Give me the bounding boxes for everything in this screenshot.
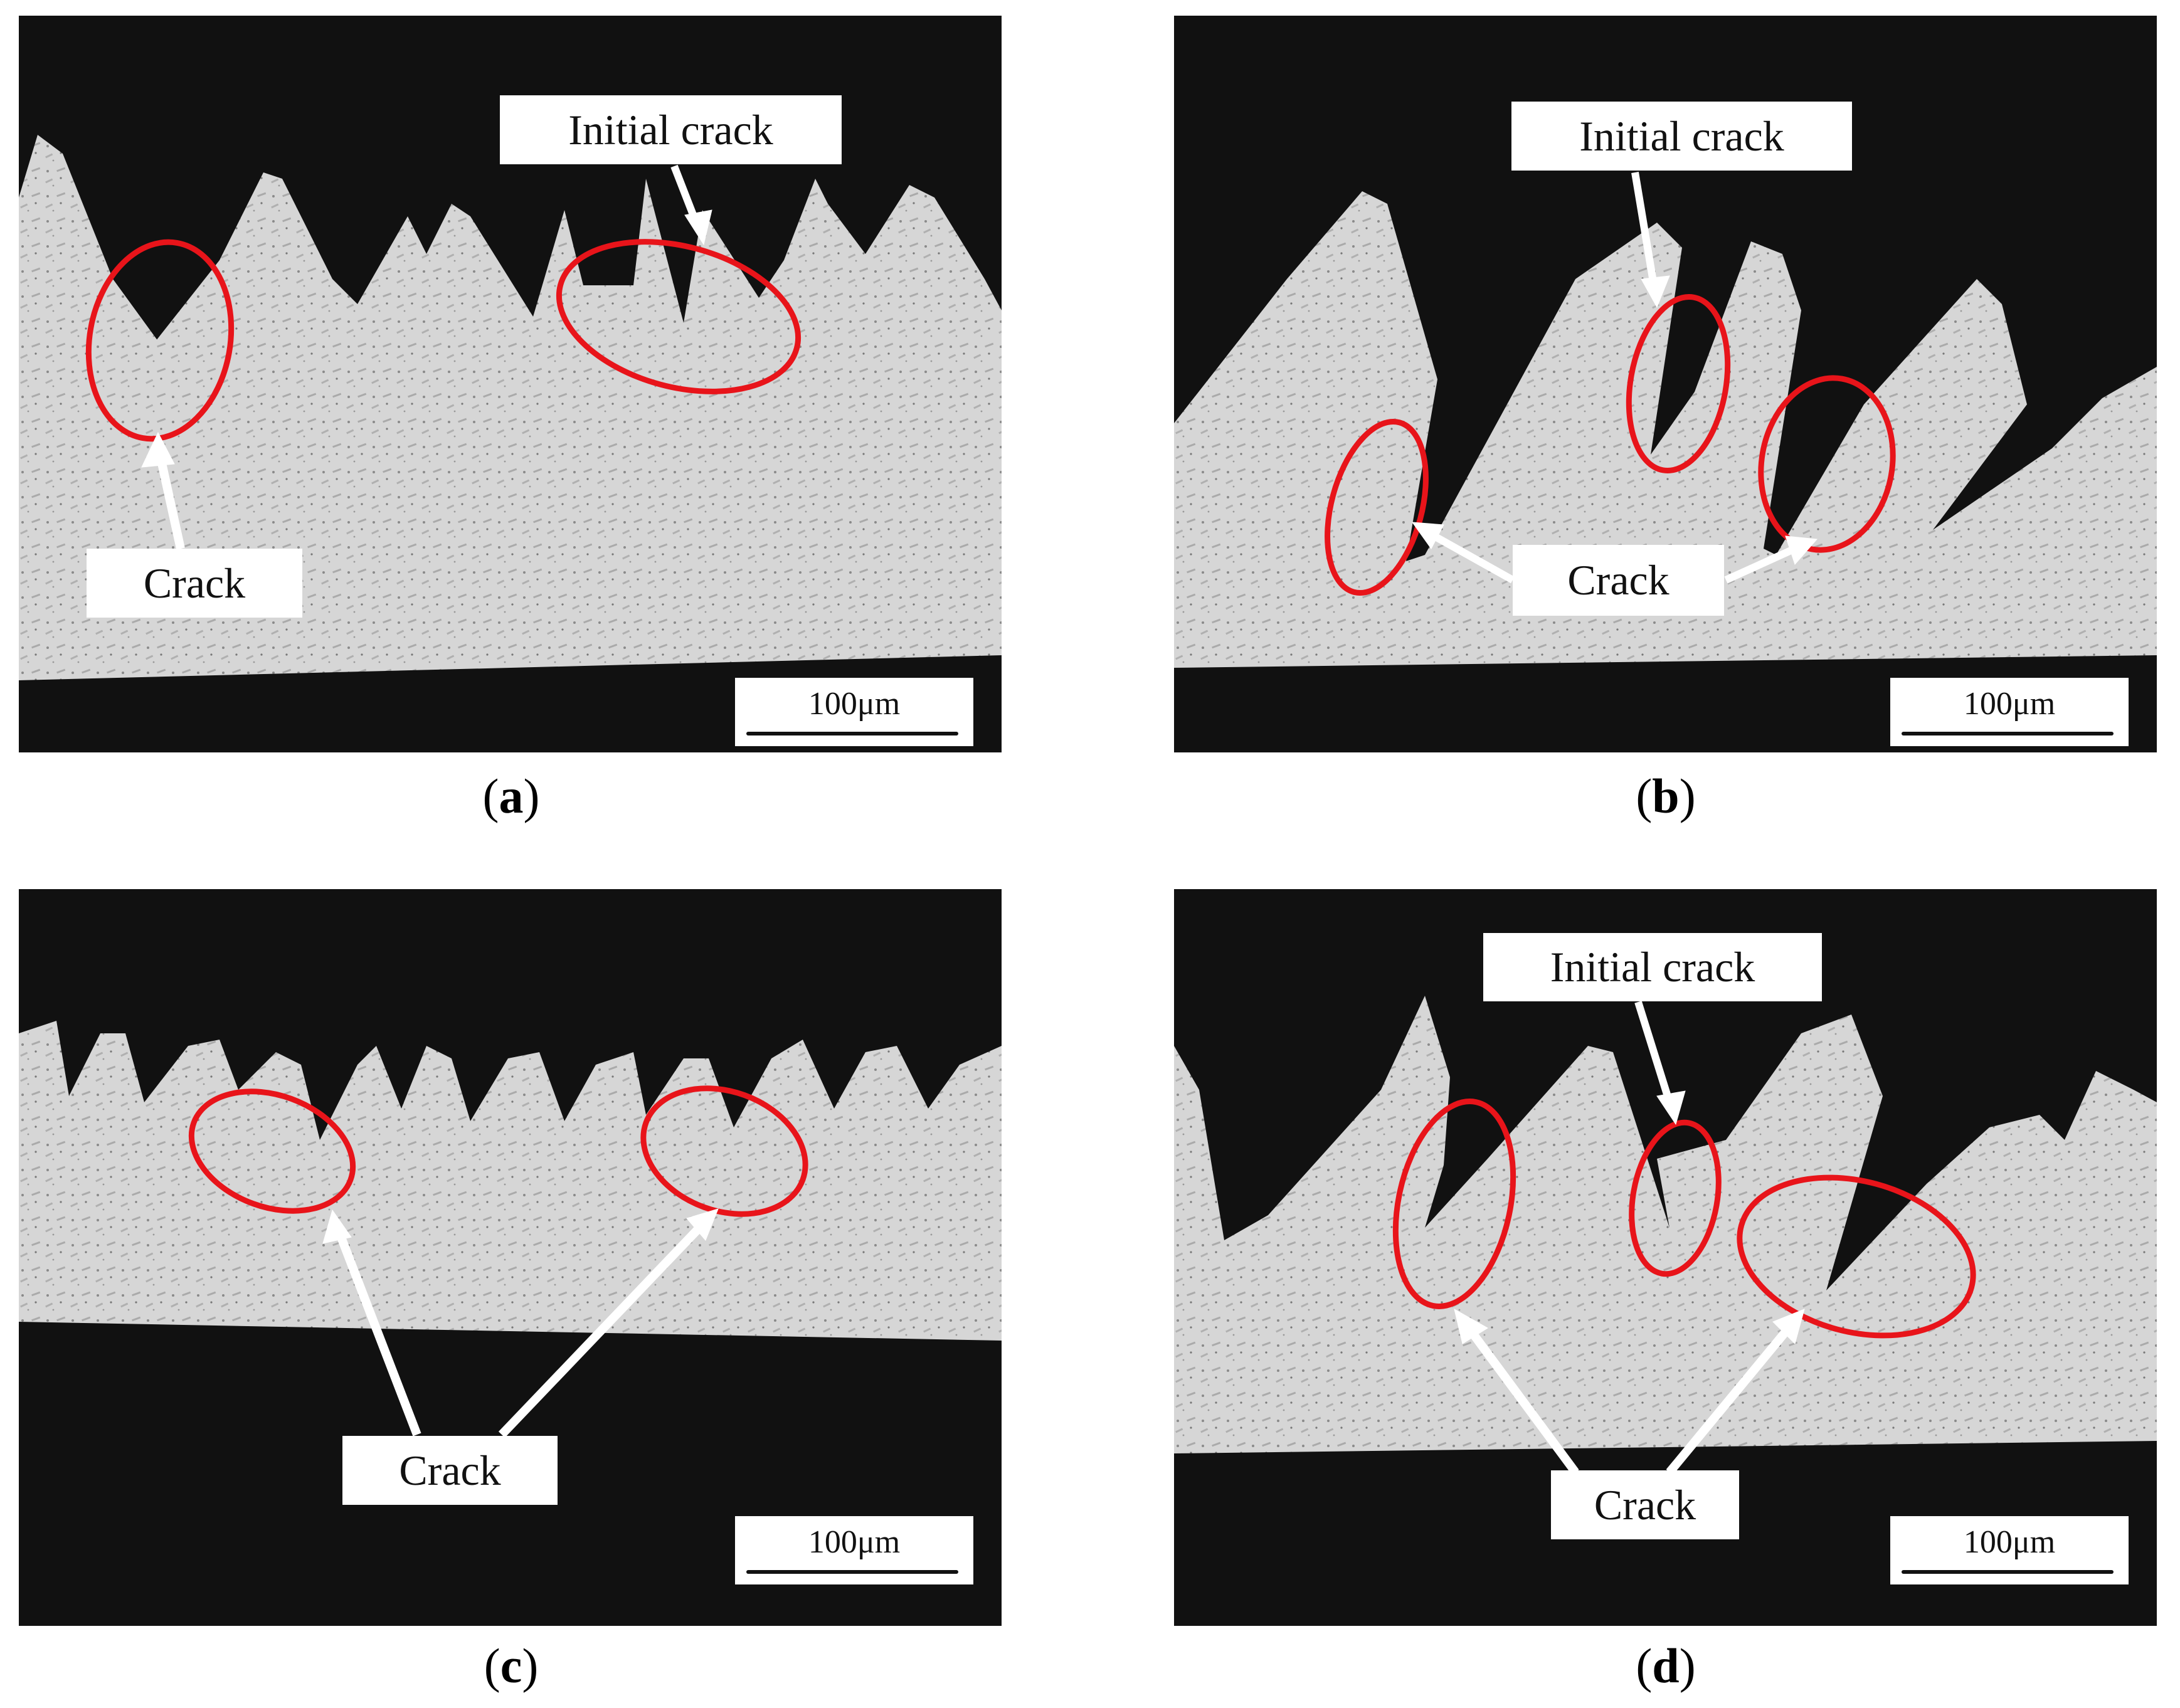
scale-bar: 100μm — [1890, 678, 2129, 746]
crack-highlight-ellipse — [188, 1089, 356, 1214]
micrograph-panel-d: Initial crack Crack 100μm — [1174, 889, 2157, 1626]
scale-bar-line — [746, 1570, 958, 1574]
material-sawtooth — [19, 135, 1002, 680]
micrograph-panel-b: Initial crack Crack 100μm — [1174, 16, 2157, 752]
crack-label: Crack — [87, 549, 302, 618]
initial-crack-highlight-ellipse — [1629, 1119, 1722, 1277]
micrograph-image-b — [1174, 172, 2157, 668]
scale-bar-label: 100μm — [1963, 1524, 2056, 1560]
crack-highlight-ellipse — [640, 1085, 808, 1217]
arrow-icon — [322, 1208, 719, 1438]
scale-bar: 100μm — [735, 1516, 973, 1584]
scale-bar-line — [1902, 1570, 2114, 1574]
crack-label: Crack — [1551, 1470, 1739, 1539]
scale-bar-label: 100μm — [808, 1524, 901, 1560]
arrow-icon — [1411, 172, 1818, 584]
initial-crack-label: Initial crack — [1483, 933, 1822, 1001]
micrograph-panel-a: Initial crack Crack 100μm — [19, 16, 1002, 752]
material-sawtooth — [1174, 191, 2157, 668]
material-sawtooth — [1174, 996, 2157, 1453]
crack-label: Crack — [1513, 545, 1724, 616]
crack-highlight-ellipse — [1737, 1174, 1976, 1339]
scale-bar: 100μm — [1890, 1516, 2129, 1584]
initial-crack-label: Initial crack — [1511, 102, 1852, 171]
panel-caption-d: (d) — [1636, 1638, 1696, 1693]
scale-bar-line — [746, 732, 958, 735]
scale-bar: 100μm — [735, 678, 973, 746]
crack-highlight-ellipse — [1325, 418, 1429, 596]
initial-crack-highlight-ellipse — [556, 239, 802, 394]
arrow-icon — [1454, 1001, 1805, 1475]
scale-bar-label: 100μm — [808, 686, 901, 722]
crack-highlight-ellipse — [1758, 375, 1896, 553]
micrograph-image-a — [19, 135, 1002, 680]
crack-label: Crack — [342, 1436, 558, 1505]
panel-caption-b: (b) — [1636, 769, 1696, 823]
initial-crack-highlight-ellipse — [1626, 293, 1731, 474]
material-sawtooth — [19, 1021, 1002, 1341]
scale-bar-line — [1902, 732, 2114, 735]
crack-highlight-ellipse — [1392, 1099, 1516, 1309]
arrow-icon — [141, 164, 712, 550]
initial-crack-label: Initial crack — [500, 95, 842, 164]
micrograph-panel-c: Crack 100μm — [19, 889, 1002, 1626]
panel-caption-c: (c) — [484, 1638, 539, 1693]
micrograph-image-c — [19, 1021, 1002, 1438]
scale-bar-label: 100μm — [1963, 686, 2056, 722]
panel-caption-a: (a) — [482, 769, 540, 823]
crack-highlight-ellipse — [85, 239, 235, 442]
micrograph-image-d — [1174, 996, 2157, 1475]
